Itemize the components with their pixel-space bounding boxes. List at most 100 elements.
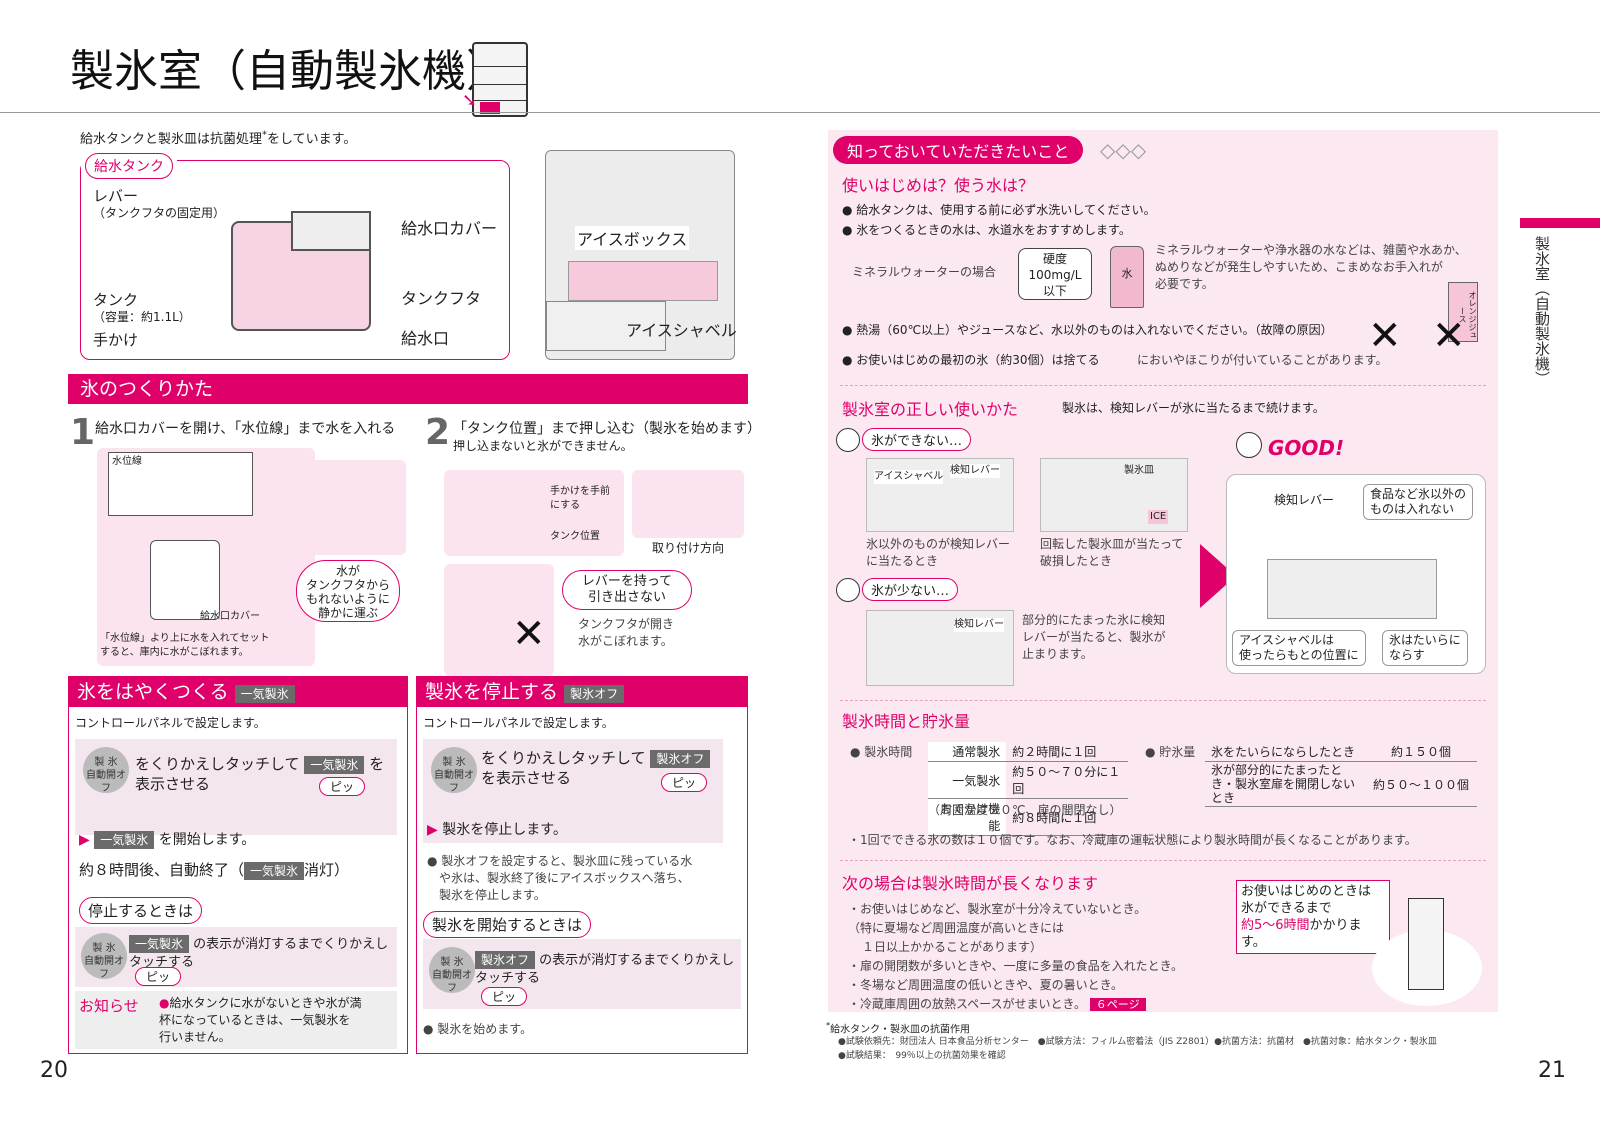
stop-note: ● 製氷オフを設定すると、製氷皿に残っている水や氷は、製氷終了後にアイスボックス… xyxy=(427,854,693,902)
good-flat-note: 氷はたいらにならす xyxy=(1382,630,1468,666)
water-question: 使いはじめは？使う水は？ xyxy=(842,176,1035,195)
ice-button-icon-stop[interactable]: 製 氷自動開オフ xyxy=(81,933,127,980)
use-sub: 製氷は、検知レバーが氷に当たるまで続けます。 xyxy=(1062,401,1325,415)
ice-button-icon[interactable]: 製 氷自動開オフ xyxy=(83,747,129,794)
label-lid: タンクフタ xyxy=(401,289,482,308)
restart-text2: タッチする xyxy=(475,971,541,986)
label-tank: タンク xyxy=(93,291,139,309)
step2-sub: 押し込まないと氷ができません。 xyxy=(453,439,633,453)
ice-label: ICE xyxy=(1148,510,1169,524)
ice-cubes-icon: ◇◇◇ xyxy=(1100,138,1147,162)
ice-button-icon-restart[interactable]: 製 氷自動開オフ xyxy=(429,947,475,994)
fridge-drawer-illustration xyxy=(545,150,735,360)
good-food-note: 食品など氷以外のものは入れない xyxy=(1363,484,1474,520)
table-row: 氷をたいらにならしたとき約１５０個 xyxy=(1205,742,1477,762)
table-row: 氷が部分的にたまったとき・製氷室扉を開閉しないとき約５０～１００個 xyxy=(1205,761,1477,807)
stop-touch-text2: を表示させる xyxy=(481,769,572,787)
tank-parts-box: 給水タンク レバー （タンクフタの固定用） タンク （容量：約1.1L） 手かけ… xyxy=(80,153,510,360)
step1-illustration-b xyxy=(280,460,406,555)
bullet-wash: ● 給水タンクは、使用する前に必ず水洗いしてください。 xyxy=(842,203,1156,217)
fast-start: ▶ 一気製氷 を開始します。 xyxy=(79,831,256,849)
page-ref-link[interactable]: ６ページ xyxy=(1089,998,1146,1011)
fast-touch-text2: 表示させる xyxy=(135,775,211,793)
label-lever-note: （タンクフタの固定用） xyxy=(93,206,226,220)
footnote-line1: ●試験依頼先：財団法人 日本食品分析センター ●試験方法：フィルム密着法（JIS… xyxy=(838,1037,1437,1047)
mineral-label: ミネラルウォーターの場合 xyxy=(852,265,997,279)
step2-illustration-c xyxy=(444,564,554,676)
step1-number: 1 xyxy=(70,412,96,453)
label-lever-use: 検知レバー xyxy=(950,464,1000,478)
footnote-title: *給水タンク・製氷皿の抗菌作用 xyxy=(826,1020,970,1036)
long-list: ・お使いはじめなど、製氷室が十分冷えていないとき。（特に夏場など周囲温度が高いと… xyxy=(848,902,1184,1011)
side-tab-label: 製氷室（自動製氷機） xyxy=(1533,236,1551,386)
discard-note: においやほこりが付いていることがあります。 xyxy=(1137,353,1388,367)
page-title: 製氷室（自動製氷機） xyxy=(70,46,510,97)
divider-3 xyxy=(840,860,1486,861)
stop-ice-panel: 製氷を停止する 製氷オフ コントロールパネルで設定します。 製 氷自動開オフ を… xyxy=(416,676,748,1054)
beep-label-stop: ピッ xyxy=(135,967,182,986)
cross-icon: ✕ xyxy=(512,611,546,657)
fast-ice-title: 氷をはやくつくる xyxy=(77,681,229,703)
fast-stop-box xyxy=(75,927,397,987)
ice-button-icon-off[interactable]: 製 氷自動開オフ xyxy=(431,747,477,794)
step2-warning: タンクフタが開き水がこぼれます。 xyxy=(578,617,675,648)
tank-fill-illustration xyxy=(150,540,220,620)
fridge-icon xyxy=(472,42,528,117)
stop-result: ▶ 製氷を停止します。 xyxy=(427,822,567,838)
restart-result: ● 製氷を始めます。 xyxy=(423,1022,533,1036)
divider-1 xyxy=(840,385,1486,386)
no-ice-label: 氷ができない… xyxy=(862,428,972,451)
fast-stop-text2: タッチする xyxy=(129,955,195,970)
label-inlet: 給水口 xyxy=(401,329,450,348)
fast-touch-text: をくりかえしタッチして 一気製氷 を xyxy=(135,755,385,774)
beep-label-restart: ピッ xyxy=(481,987,528,1006)
fast-auto-end: 約８時間後、自動終了（一気製氷消灯） xyxy=(79,861,350,880)
table-row: 一気製氷約５０～７０分に１回 xyxy=(928,761,1128,799)
bullet-tapwater: ● 氷をつくるときの水は、水道水をおすすめします。 xyxy=(842,223,1131,237)
notice-box xyxy=(75,991,397,1049)
bullet-no-hot: ● 熱湯（60℃以上）やジュースなど、水以外のものは入れないでください。（故障の… xyxy=(842,323,1333,337)
divider-2 xyxy=(840,700,1486,701)
header-rule xyxy=(0,112,1600,113)
notice-title: お知らせ xyxy=(79,997,139,1015)
good-label: GOOD! xyxy=(1268,436,1345,460)
stop-intro: コントロールパネルで設定します。 xyxy=(423,716,614,730)
stop-ice-title: 製氷を停止する xyxy=(425,681,559,703)
label-lever: レバー xyxy=(93,187,139,205)
know-title: 知っておいていただきたいこと xyxy=(833,136,1084,164)
label-cover-step1: 給水口カバー xyxy=(200,611,260,622)
cross-icon-juice: ✕ xyxy=(1432,313,1466,359)
footnote-line2: ●試験結果： 99％以上の抗菌効果を確認 xyxy=(838,1051,1006,1061)
cross-icon-kettle: ✕ xyxy=(1368,313,1402,359)
time-note: ・1回でできる氷の数は１０個です。なお、冷蔵庫の運転状態により製氷時間が長くなる… xyxy=(848,833,1417,847)
mineral-note: ミネラルウォーターや浄水器の水などは、雑菌や水あか、ぬめりなどが発生しやすいため… xyxy=(1155,243,1467,291)
few-ice-label: 氷が少ない… xyxy=(862,578,959,601)
face-icon-good xyxy=(1236,432,1262,458)
step2-illustration-b xyxy=(632,470,744,538)
restart-title: 製氷を開始するときは xyxy=(423,911,592,938)
beep-label: ピッ xyxy=(319,777,366,796)
storage-label: ● 貯氷量 xyxy=(1145,745,1196,759)
label-handle-front: 手かけを手前にする xyxy=(550,486,610,511)
label-tank-position: タンク位置 xyxy=(550,531,600,542)
lid-illustration xyxy=(291,211,371,251)
fast-ice-tag: 一気製氷 xyxy=(234,685,295,703)
restart-box xyxy=(423,939,741,1009)
step2-bubble: レバーを持って引き出さない xyxy=(562,570,692,610)
step2-text: 「タンク位置」まで押し込む（製氷を始めます） xyxy=(453,421,761,437)
step2-illustration-a xyxy=(444,470,624,556)
page-number-left: 20 xyxy=(40,1058,68,1083)
table-row: 通常製氷約２時間に１回 xyxy=(928,742,1128,762)
label-tray: 製氷皿 xyxy=(1124,465,1154,476)
label-direction: 取り付け方向 xyxy=(652,541,725,555)
side-tab-bar xyxy=(1520,218,1600,228)
fast-ice-panel: 氷をはやくつくる 一気製氷 コントロールパネルで設定します。 製 氷自動開オフ … xyxy=(68,676,408,1054)
case2-text: 回転した製氷皿が当たって破損したとき xyxy=(1040,537,1184,568)
face-icon-2 xyxy=(836,578,860,602)
label-cover: 給水口カバー xyxy=(401,219,498,238)
step2-number: 2 xyxy=(425,412,451,453)
step1-text: 給水口カバーを開け、「水位線」まで水を入れる xyxy=(95,421,396,437)
time-table: 通常製氷約２時間に１回 一気製氷約５０～７０分に１回 おでかけ機能約８時間に１回 xyxy=(928,742,1128,836)
stop-ice-tag: 製氷オフ xyxy=(564,685,625,703)
